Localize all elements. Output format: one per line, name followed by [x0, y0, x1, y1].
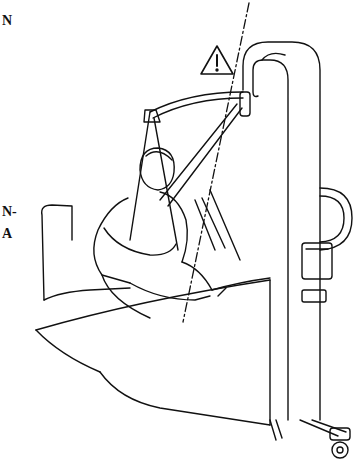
- sling-bar: [130, 92, 250, 260]
- column-text-fragment: N: [2, 14, 12, 28]
- warning-symbol: [201, 46, 233, 74]
- lift-column: [243, 42, 352, 458]
- balance-line: [183, 3, 249, 322]
- bed-headboard: [42, 205, 72, 300]
- column-text-fragment: A: [2, 227, 12, 241]
- column-text-fragment: N-: [2, 205, 17, 219]
- bed: [36, 278, 270, 425]
